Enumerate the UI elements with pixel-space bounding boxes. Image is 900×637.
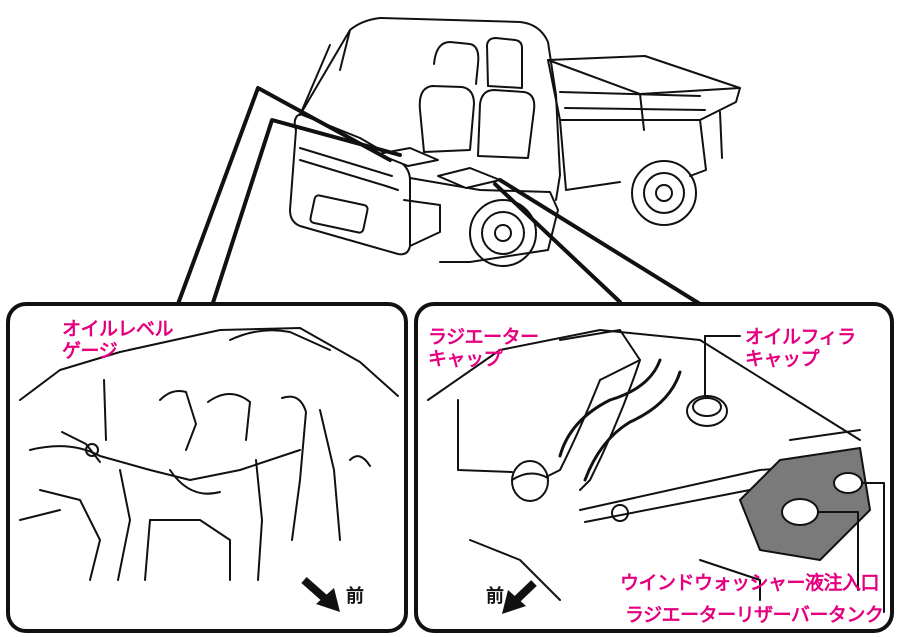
front-direction-label-right: 前 bbox=[486, 586, 504, 607]
oil-filler-cap-label: オイルフィラ キャップ bbox=[745, 326, 856, 370]
forward-arrow-icon bbox=[502, 580, 537, 614]
radiator-cap-label: ラジエーター キャップ bbox=[428, 326, 539, 370]
oil-level-gauge-label: オイルレベル ゲージ bbox=[62, 318, 174, 362]
right-detail-panel bbox=[414, 302, 894, 633]
forward-arrow-icon bbox=[301, 577, 340, 612]
washer-fluid-inlet-label: ウインドウォッシャー液注入口 bbox=[620, 572, 880, 594]
left-detail-panel bbox=[6, 302, 408, 633]
front-direction-label-left: 前 bbox=[346, 586, 364, 607]
radiator-reservoir-tank-label: ラジエーターリザーバータンク bbox=[625, 604, 884, 626]
truck-illustration bbox=[289, 17, 741, 267]
callout-lines bbox=[173, 86, 702, 314]
